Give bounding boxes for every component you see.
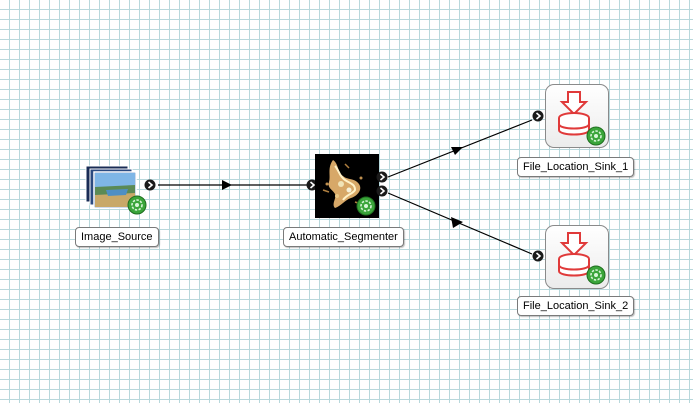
input-port-icon[interactable]	[306, 179, 318, 191]
edge-arrow-icon	[451, 217, 463, 228]
node-image-source[interactable]	[84, 162, 156, 215]
status-ok-icon	[586, 265, 606, 285]
node-label-image-source: Image_Source	[75, 227, 159, 247]
node-label-sink-2: File_Location_Sink_2	[517, 296, 635, 316]
node-automatic-segmenter[interactable]	[306, 154, 390, 218]
node-label-sink-1: File_Location_Sink_1	[517, 157, 635, 177]
status-ok-icon	[356, 196, 376, 216]
edge-image-source-to-segmenter[interactable]	[158, 180, 308, 190]
edge-arrow-icon	[222, 180, 232, 190]
database-download-icon	[558, 232, 590, 277]
database-download-icon	[558, 91, 590, 136]
input-port-icon[interactable]	[532, 110, 544, 122]
node-file-location-sink-2[interactable]	[530, 225, 614, 291]
status-ok-icon	[586, 126, 606, 146]
output-port-2-icon[interactable]	[376, 185, 388, 197]
segmented-image-icon	[315, 154, 379, 218]
node-file-location-sink-1[interactable]	[530, 84, 614, 150]
node-label-automatic-segmenter: Automatic_Segmenter	[283, 227, 404, 247]
image-stack-icon	[85, 165, 137, 209]
status-ok-icon	[127, 195, 147, 215]
input-port-icon[interactable]	[532, 250, 544, 262]
edge-segmenter-to-sink-2[interactable]	[387, 192, 533, 255]
edge-segmenter-to-sink-1[interactable]	[387, 119, 533, 178]
output-port-1-icon[interactable]	[376, 171, 388, 183]
output-port-icon[interactable]	[144, 179, 156, 191]
edge-arrow-icon	[451, 147, 463, 155]
